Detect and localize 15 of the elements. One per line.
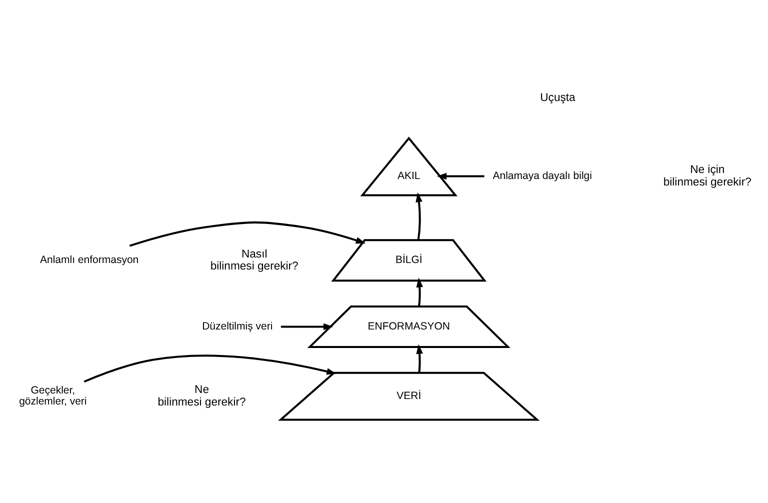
arrow xyxy=(84,354,336,383)
arrow xyxy=(436,172,484,180)
arrow xyxy=(416,344,423,373)
node-text: Anlamlı enformasyon xyxy=(40,254,139,266)
arrow xyxy=(416,278,424,306)
node-text: Geçekler, gözlemler, veri xyxy=(19,384,87,408)
node-text: Düzeltilmiş veri xyxy=(202,320,273,332)
arrow xyxy=(280,323,334,330)
label: Uçuşta xyxy=(540,92,576,104)
label: Ne bilinmesi gerekir? xyxy=(158,384,246,408)
label: Nasıl bilinmesi gerekir? xyxy=(210,248,298,272)
arrow xyxy=(129,221,366,247)
arrow xyxy=(416,192,422,240)
label: Ne için bilinmesi gerekir? xyxy=(663,164,752,188)
node-text: Anlamaya dayalı bilgi xyxy=(492,170,592,182)
